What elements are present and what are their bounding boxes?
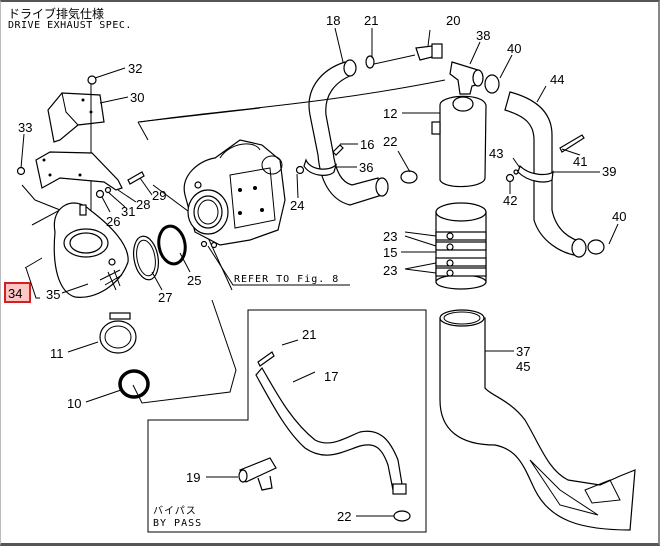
bypass-box [147,309,427,533]
bypass-label-jp: バイパス [153,505,197,517]
gasket-25[interactable] [156,224,188,266]
callout-16[interactable]: 16 [360,137,374,152]
callout-29[interactable]: 29 [152,188,166,203]
muffler-12[interactable] [431,95,487,188]
callout-23-upper[interactable]: 23 [383,229,397,244]
clamp-27[interactable] [130,234,161,281]
stud-41[interactable] [559,134,585,153]
hose-clamp-40-bottom[interactable] [587,239,605,255]
callout-40-bottom[interactable]: 40 [612,209,626,224]
highlighted-part-34-box[interactable] [4,282,31,303]
callout-32[interactable]: 32 [128,61,142,76]
callout-44[interactable]: 44 [550,72,564,87]
bypass-label-en: BY PASS [153,518,202,529]
callout-40-top[interactable]: 40 [507,41,521,56]
hose-clamp-22-bypass[interactable] [393,510,411,522]
callout-31[interactable]: 31 [121,204,135,219]
group-bracket-line [132,299,237,404]
callout-25[interactable]: 25 [187,273,201,288]
callout-18[interactable]: 18 [326,13,340,28]
callout-39[interactable]: 39 [602,164,616,179]
callout-10[interactable]: 10 [67,396,81,411]
refer-note[interactable]: REFER TO Fig. 8 [234,274,339,285]
elbow-fitting-20[interactable] [415,43,443,61]
washer-43[interactable] [513,169,519,175]
callout-42[interactable]: 42 [503,193,517,208]
leader-line [373,54,416,65]
callout-26[interactable]: 26 [106,214,120,229]
exhaust-elbow-35[interactable] [53,202,129,298]
o-ring-10[interactable] [118,369,150,399]
callout-38[interactable]: 38 [476,28,490,43]
refer-leader-line [207,245,350,286]
exhaust-pipe-37-45[interactable] [439,309,636,531]
callout-15[interactable]: 15 [383,245,397,260]
callout-19[interactable]: 19 [186,470,200,485]
water-hose-18[interactable] [308,59,389,206]
callout-35[interactable]: 35 [46,287,60,302]
callout-22-bypass[interactable]: 22 [337,509,351,524]
callout-21-bypass[interactable]: 21 [302,327,316,342]
joint-19[interactable] [238,457,277,491]
clip-36[interactable] [303,158,338,176]
callout-12[interactable]: 12 [383,106,397,121]
group-bracket-line [21,184,62,226]
nut-42[interactable] [505,173,515,183]
callout-27[interactable]: 27 [158,290,172,305]
callout-30[interactable]: 30 [130,90,144,105]
clip-39[interactable] [517,164,554,183]
callout-36[interactable]: 36 [359,160,373,175]
bolt-33[interactable] [16,166,26,176]
callout-41[interactable]: 41 [573,154,587,169]
nut-24[interactable] [295,165,305,175]
callout-28[interactable]: 28 [136,197,150,212]
clamps-23[interactable] [435,231,487,277]
clamp-21-bypass[interactable] [257,351,275,367]
group-bracket-line [137,107,261,141]
callout-labels: 32 30 33 29 28 31 26 34 35 27 25 11 10 1… [8,13,626,524]
clamp-21-top[interactable] [365,55,375,69]
washer-31[interactable] [104,186,112,194]
callout-17[interactable]: 17 [324,369,338,384]
callout-45[interactable]: 45 [516,359,530,374]
callout-33[interactable]: 33 [18,120,32,135]
hose-clamp-40-top[interactable] [484,74,500,94]
hose-clamp-22[interactable] [400,170,418,184]
callout-11[interactable]: 11 [50,346,64,361]
nut-26[interactable] [95,189,105,199]
callout-23-lower[interactable]: 23 [383,263,397,278]
turbocharger-assembly[interactable] [183,139,286,249]
bolt-32[interactable] [87,75,97,85]
bracket-cover-30[interactable] [47,92,105,143]
callout-21-top[interactable]: 21 [364,13,378,28]
callout-22-top[interactable]: 22 [383,134,397,149]
tee-fitting-38[interactable] [449,61,484,95]
callout-20[interactable]: 20 [446,13,460,28]
bypass-pipe-17[interactable] [255,366,407,495]
title-japanese: ドライブ排気仕様 [8,7,105,21]
callout-43[interactable]: 43 [489,146,503,161]
group-bracket-line [139,79,446,123]
v-clamp-11[interactable] [99,312,137,354]
title-english: DRIVE EXHAUST SPEC. [8,20,132,31]
callout-24[interactable]: 24 [290,198,304,213]
bracket-plate[interactable] [35,151,123,191]
callout-34[interactable]: 34 [8,286,22,301]
callout-37[interactable]: 37 [516,344,530,359]
stud-29[interactable] [127,171,145,185]
leader-lines [20,27,619,517]
bolt-16[interactable] [332,144,344,156]
